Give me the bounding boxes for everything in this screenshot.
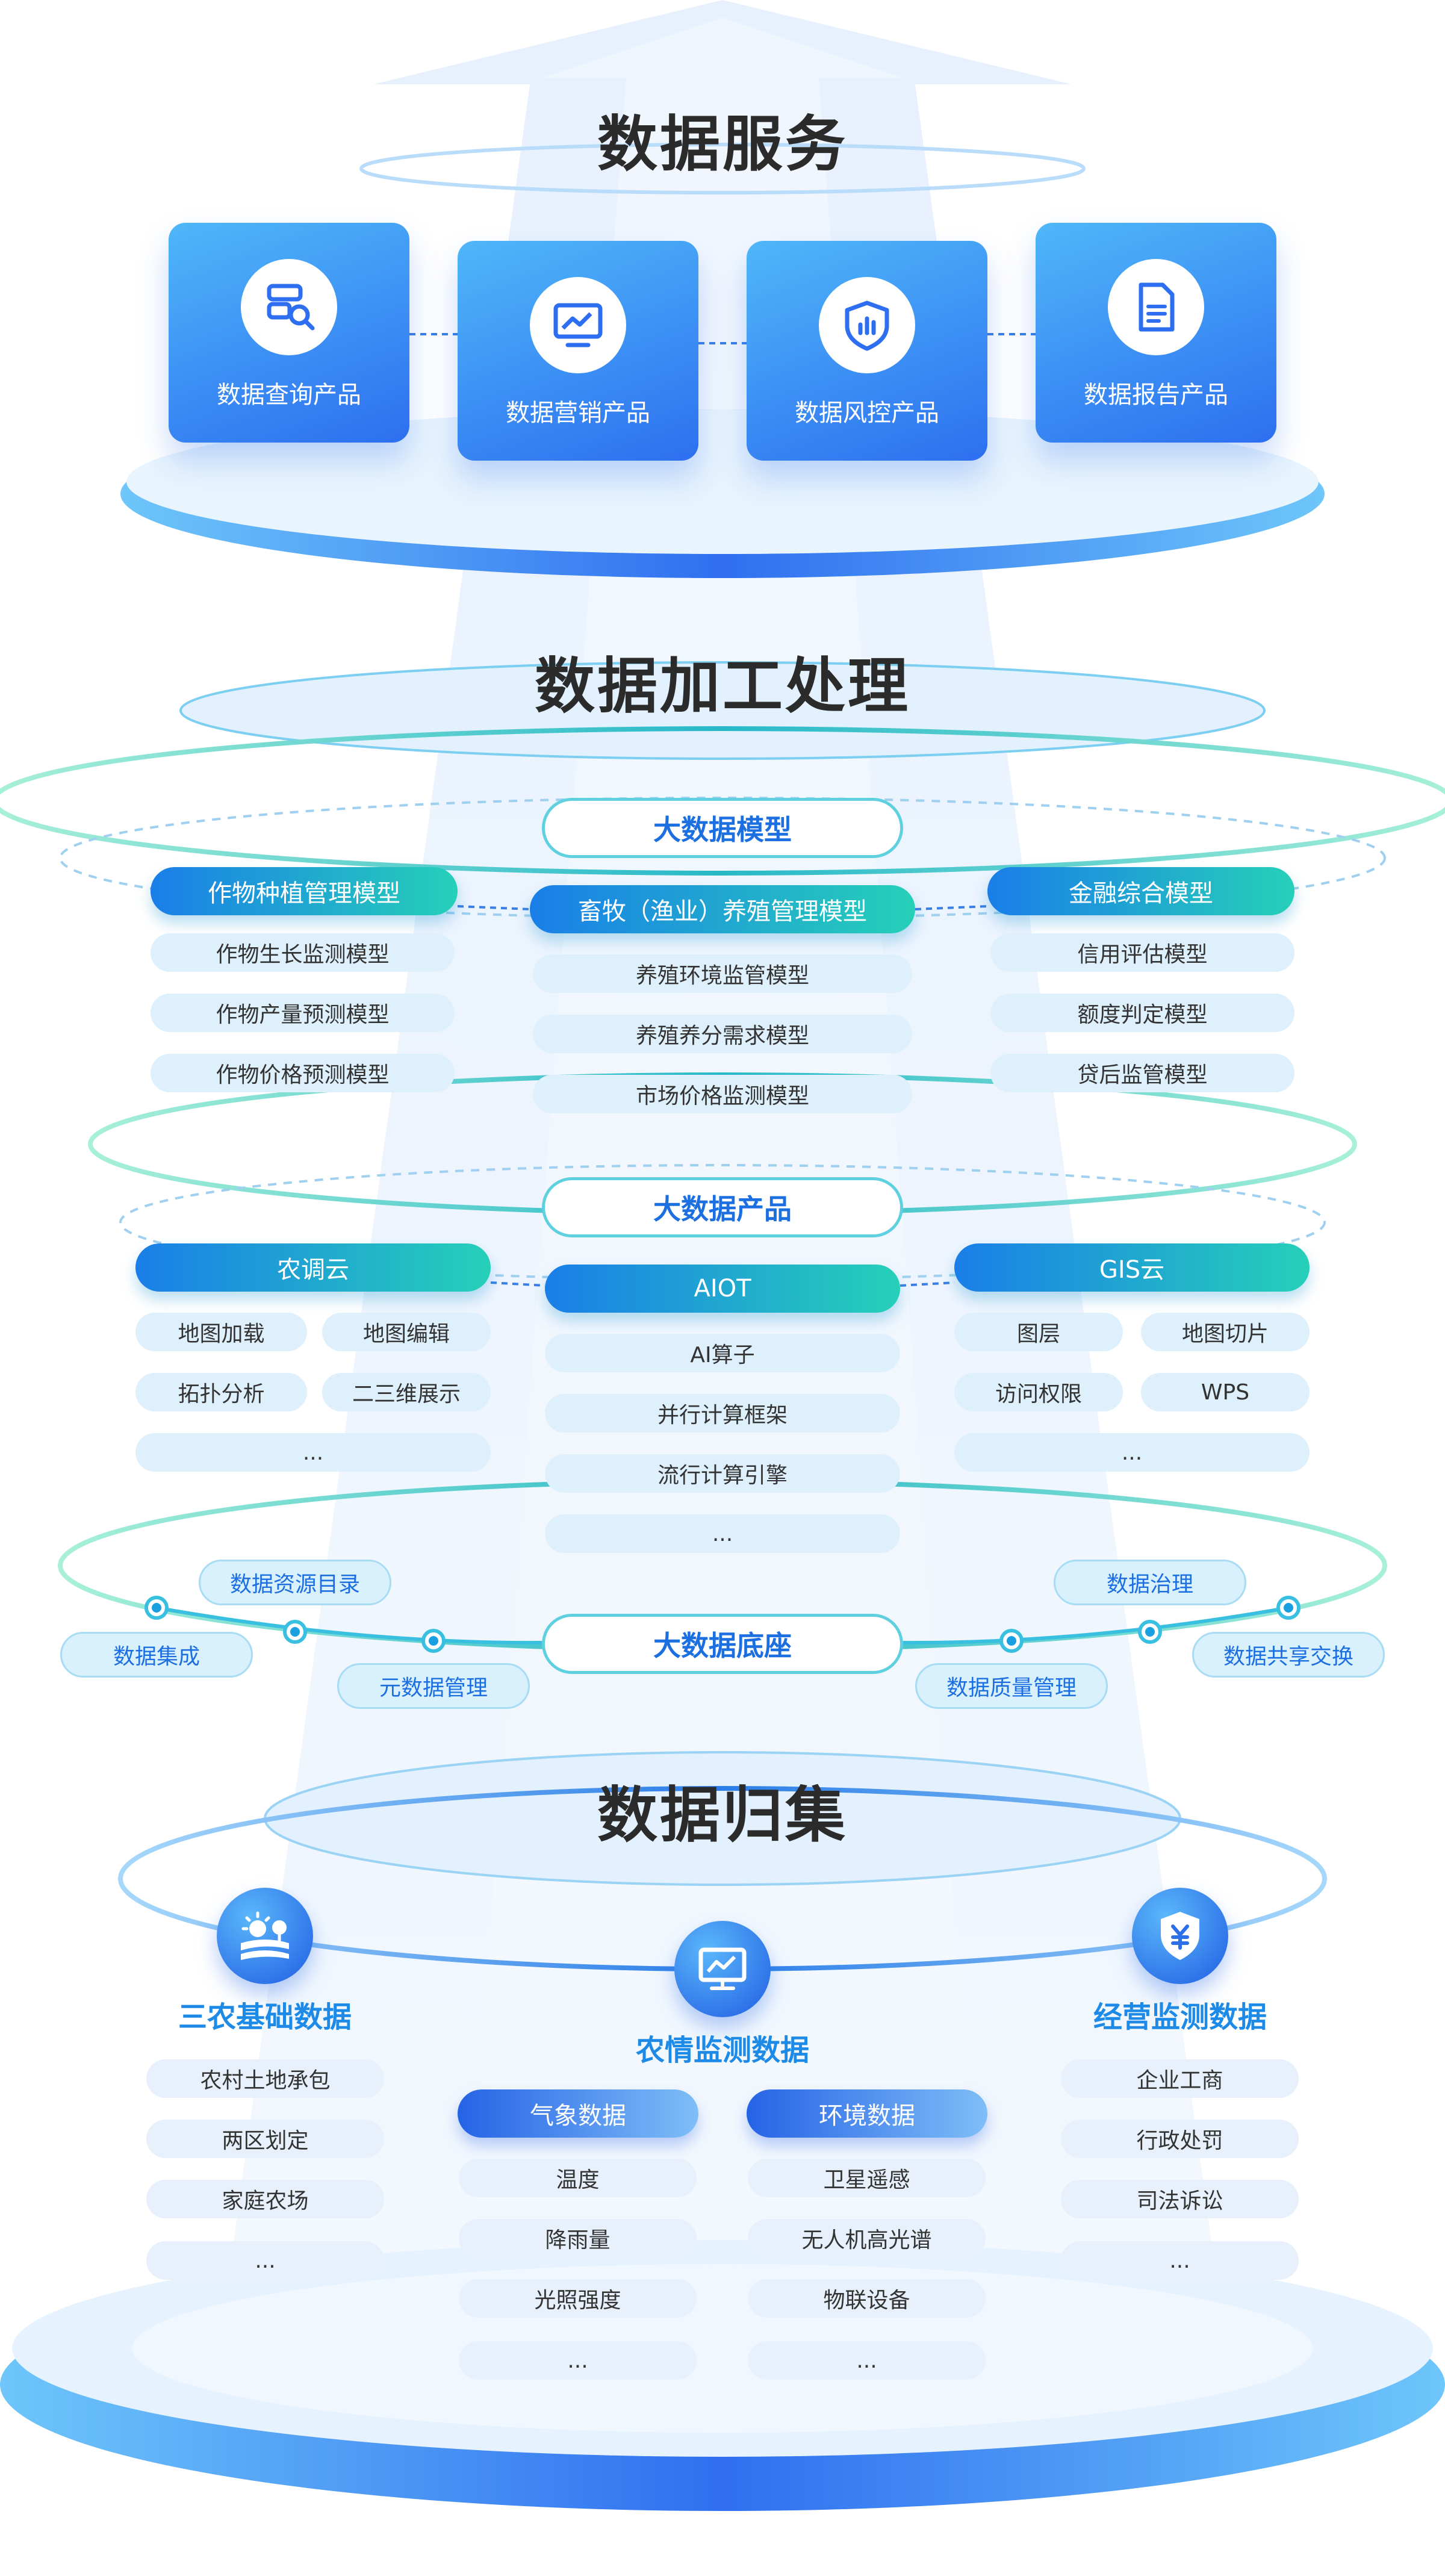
monitor-chart-icon xyxy=(674,1921,771,2017)
collection-item: 光照强度 xyxy=(459,2279,697,2318)
environment-data-header[interactable]: 环境数据 xyxy=(747,2089,987,2138)
collection-item: 两区划定 xyxy=(146,2120,384,2158)
section-title-collection: 数据归集 xyxy=(597,1779,848,1850)
model-item: 作物生长监测模型 xyxy=(151,933,455,972)
shield-chart-icon xyxy=(819,277,915,373)
big-data-base-title: 大数据底座 xyxy=(542,1614,903,1674)
product-item: 地图切片 xyxy=(1141,1313,1310,1351)
model-group-header-livestock[interactable]: 畜牧（渔业）养殖管理模型 xyxy=(530,885,915,933)
product-item: 地图编辑 xyxy=(322,1313,491,1351)
collection-item: 温度 xyxy=(459,2159,697,2197)
collection-item-more: ... xyxy=(146,2241,384,2280)
connector-dot xyxy=(421,1629,446,1653)
category-title-operations: 经营监测数据 xyxy=(1093,2000,1267,2034)
product-item: AI算子 xyxy=(545,1334,900,1372)
collection-item: 卫星遥感 xyxy=(748,2159,986,2197)
category-title-basic: 三农基础数据 xyxy=(178,2000,352,2034)
model-item: 作物产量预测模型 xyxy=(151,994,455,1032)
service-card-label: 数据营销产品 xyxy=(506,399,650,427)
model-group-header-finance[interactable]: 金融综合模型 xyxy=(987,867,1294,915)
collection-item-more: ... xyxy=(748,2341,986,2380)
service-card-query[interactable]: 数据查询产品 xyxy=(169,223,409,443)
product-item: 并行计算框架 xyxy=(545,1394,900,1433)
collection-item: 农村土地承包 xyxy=(146,2059,384,2098)
model-item: 作物价格预测模型 xyxy=(151,1054,455,1092)
product-header-gis[interactable]: GIS云 xyxy=(954,1243,1310,1292)
search-database-icon xyxy=(241,259,337,355)
weather-data-header[interactable]: 气象数据 xyxy=(458,2089,698,2138)
connector-dot xyxy=(283,1620,307,1644)
product-header-nongdiao[interactable]: 农调云 xyxy=(135,1243,491,1292)
document-icon xyxy=(1108,259,1204,355)
product-item: 地图加载 xyxy=(135,1313,307,1351)
collection-item-more: ... xyxy=(459,2341,697,2380)
product-header-aiot[interactable]: AIOT xyxy=(545,1265,900,1313)
base-tag-integration[interactable]: 数据集成 xyxy=(60,1632,253,1678)
service-card-risk[interactable]: 数据风控产品 xyxy=(747,241,987,461)
product-item-more: ... xyxy=(954,1433,1310,1472)
service-card-label: 数据报告产品 xyxy=(1084,381,1228,409)
base-tag-metadata[interactable]: 元数据管理 xyxy=(337,1663,530,1709)
model-item: 信用评估模型 xyxy=(990,933,1294,972)
model-item: 贷后监管模型 xyxy=(990,1054,1294,1092)
service-card-label: 数据查询产品 xyxy=(217,381,361,409)
connector-dot xyxy=(1276,1596,1300,1620)
collection-item: 降雨量 xyxy=(459,2219,697,2257)
model-item: 市场价格监测模型 xyxy=(533,1075,912,1113)
model-item: 额度判定模型 xyxy=(990,994,1294,1032)
big-data-model-title: 大数据模型 xyxy=(542,798,903,858)
farmland-sun-icon xyxy=(217,1888,313,1984)
yuan-shield-icon xyxy=(1132,1888,1228,1984)
product-item-more: ... xyxy=(135,1433,491,1472)
model-item: 养殖环境监管模型 xyxy=(533,954,912,993)
product-item: 拓扑分析 xyxy=(135,1373,307,1411)
collection-item: 企业工商 xyxy=(1061,2059,1299,2098)
product-item: 访问权限 xyxy=(954,1373,1123,1411)
base-tag-quality[interactable]: 数据质量管理 xyxy=(915,1663,1108,1709)
model-group-header-crop[interactable]: 作物种植管理模型 xyxy=(151,867,458,915)
collection-item: 行政处罚 xyxy=(1061,2120,1299,2158)
base-tag-resource-catalog[interactable]: 数据资源目录 xyxy=(199,1560,391,1605)
collection-item: 司法诉讼 xyxy=(1061,2180,1299,2218)
chart-monitor-icon xyxy=(530,277,626,373)
service-card-report[interactable]: 数据报告产品 xyxy=(1036,223,1276,443)
base-tag-sharing[interactable]: 数据共享交换 xyxy=(1192,1632,1385,1678)
section-title-processing: 数据加工处理 xyxy=(535,650,910,721)
product-item: 流行计算引擎 xyxy=(545,1454,900,1493)
service-card-label: 数据风控产品 xyxy=(795,399,939,427)
big-data-product-title: 大数据产品 xyxy=(542,1177,903,1237)
model-item: 养殖养分需求模型 xyxy=(533,1015,912,1053)
product-item: 图层 xyxy=(954,1313,1123,1351)
product-item: 二三维展示 xyxy=(322,1373,491,1411)
collection-item: 无人机高光谱 xyxy=(748,2219,986,2257)
section-title-services: 数据服务 xyxy=(597,108,848,179)
base-tag-governance[interactable]: 数据治理 xyxy=(1054,1560,1246,1605)
connector-dot xyxy=(1138,1620,1162,1644)
connector-dot xyxy=(144,1596,169,1620)
connector-dot xyxy=(999,1629,1024,1653)
category-title-monitoring: 农情监测数据 xyxy=(635,2033,809,2067)
collection-item-more: ... xyxy=(1061,2241,1299,2280)
collection-item: 物联设备 xyxy=(748,2279,986,2318)
collection-item: 家庭农场 xyxy=(146,2180,384,2218)
product-item: WPS xyxy=(1141,1373,1310,1411)
service-card-marketing[interactable]: 数据营销产品 xyxy=(458,241,698,461)
product-item-more: ... xyxy=(545,1514,900,1553)
